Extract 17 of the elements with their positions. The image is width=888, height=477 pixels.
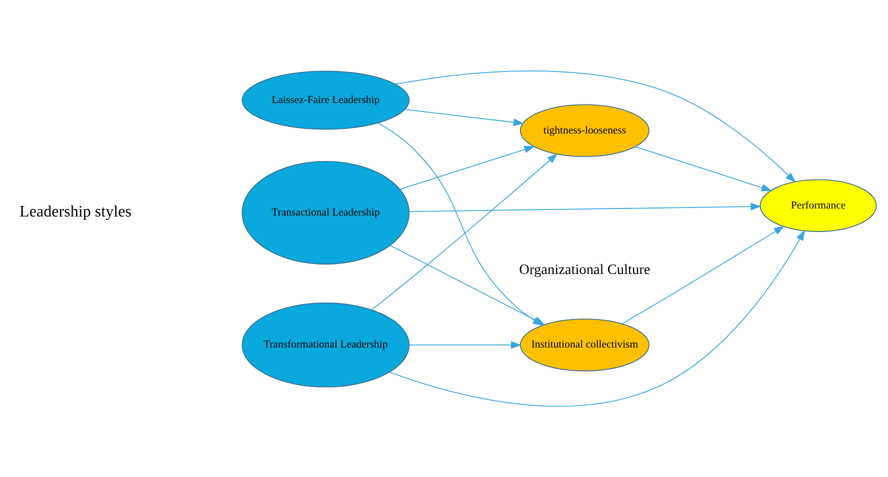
node-ellipse: Institutional collectivism [520,318,650,372]
arrow [622,226,785,324]
arrow [371,153,558,310]
node-ellipse: Laissez-Faire Leadership [242,70,410,130]
label: Leadership styles [20,204,132,221]
node-ellipse: tightness-looseness [520,104,650,157]
label: Organizational Culture [519,262,650,278]
arrow [395,70,796,183]
node-ellipse: Transformational Leadership [242,302,410,388]
arrow [378,122,544,326]
arrow [408,341,522,349]
arrow [404,109,524,126]
arrow [634,146,772,192]
arrow [400,146,535,190]
arrow [408,202,762,212]
arrow [389,230,806,407]
node-ellipse: Transactional Leadership [242,160,410,265]
